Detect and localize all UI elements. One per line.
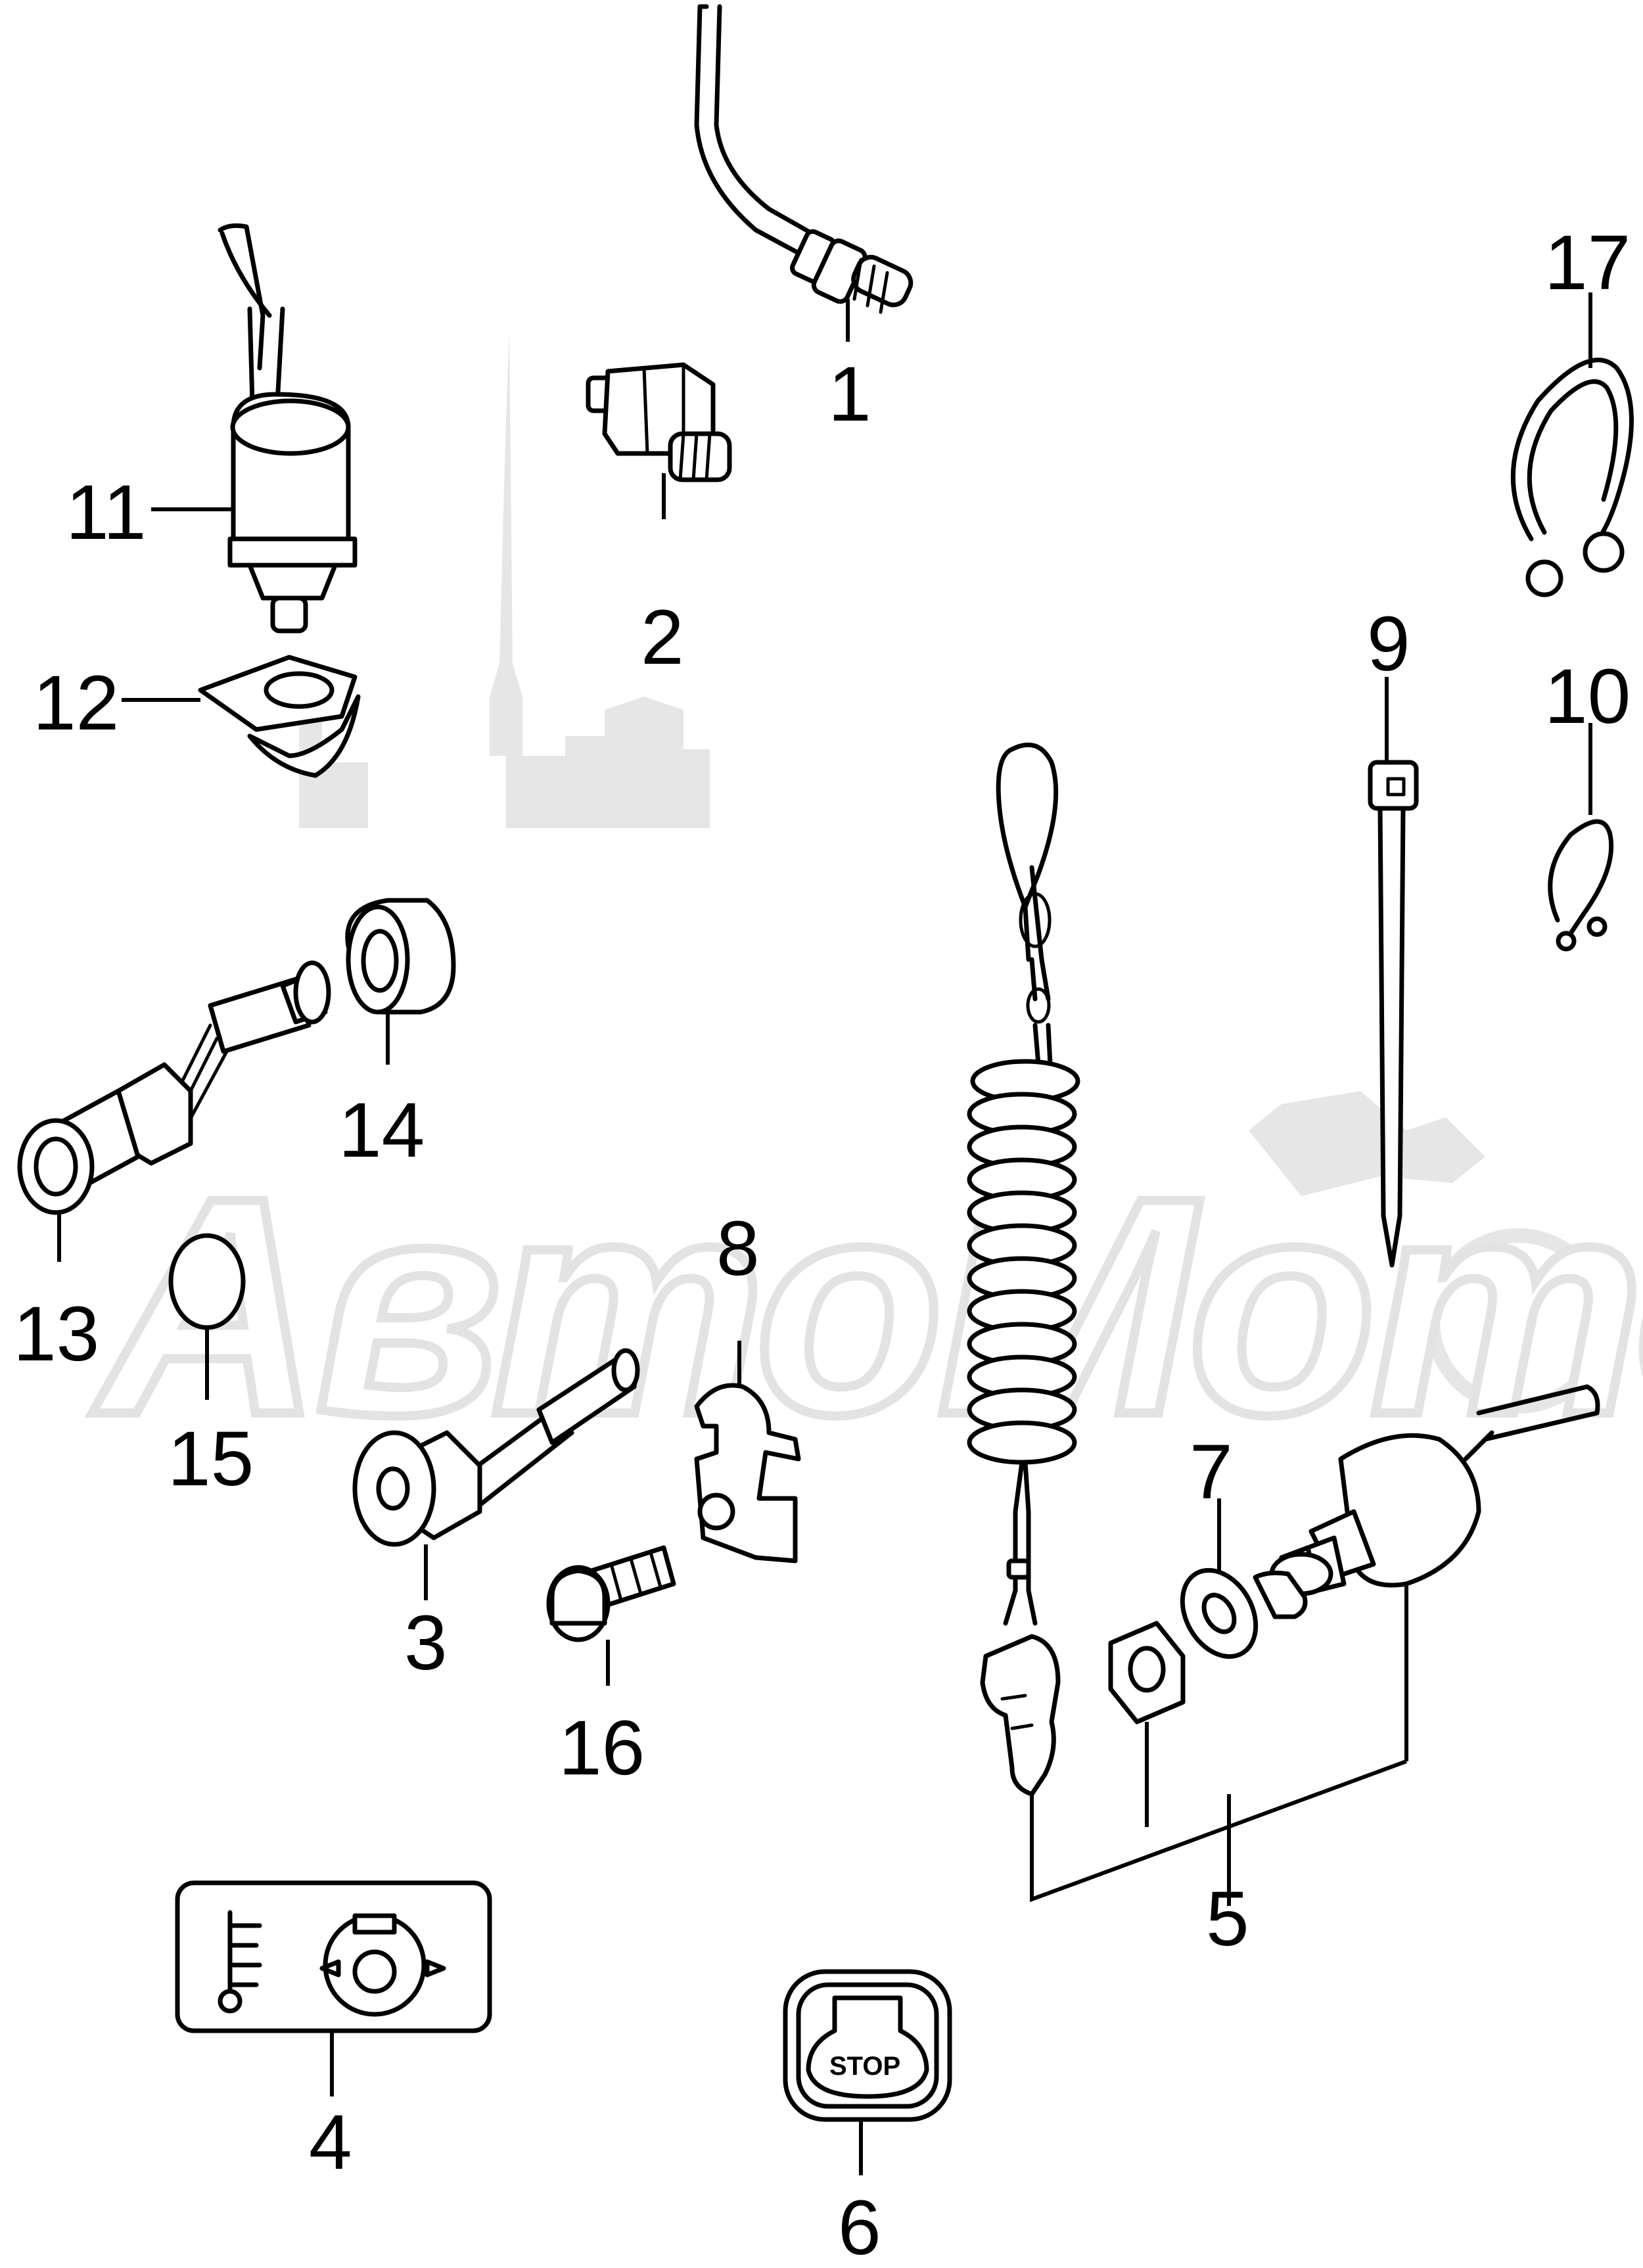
part-10-small-clamp — [1548, 819, 1614, 952]
part-15-cap — [168, 1233, 246, 1330]
callout-5: 5 — [1206, 1876, 1249, 1962]
part-7-washer — [1180, 1567, 1259, 1659]
callout-1: 1 — [828, 351, 871, 438]
callout-9: 9 — [1367, 601, 1410, 687]
callout-2: 2 — [641, 594, 684, 681]
part-13-connector — [17, 960, 331, 1215]
callout-15: 15 — [168, 1416, 254, 1502]
callout-13: 13 — [13, 1291, 99, 1377]
part-17-clamp — [1510, 358, 1634, 597]
part-5-stop-switch-lanyard — [967, 742, 1600, 1906]
part-16-bolt — [546, 1545, 676, 1642]
part-6-stop-decal: STOP — [783, 1969, 952, 2122]
part-14-cap-nut — [345, 898, 456, 1015]
callout-4: 4 — [309, 2099, 352, 2186]
part-4-warning-decal — [175, 1880, 492, 2033]
callout-16: 16 — [559, 1705, 645, 1792]
callout-3: 3 — [404, 1600, 448, 1686]
watermark-text: АвтоМото — [89, 1134, 1643, 1479]
callout-11: 11 — [66, 469, 147, 556]
part-1-temperature-sensor — [694, 4, 914, 314]
leader-lines — [57, 292, 1592, 2175]
part-11-pressure-switch — [218, 223, 358, 634]
callout-6: 6 — [838, 2185, 881, 2268]
part-8-bracket — [694, 1383, 801, 1563]
part-12-clip — [198, 655, 361, 778]
callout-10: 10 — [1544, 653, 1631, 740]
stop-label: STOP — [829, 2052, 900, 2081]
callout-numbers: 1 2 3 4 5 6 7 8 9 10 11 12 13 14 15 16 1… — [13, 220, 1631, 2268]
callout-8: 8 — [716, 1205, 760, 1292]
part-2-pressure-sensor — [586, 362, 732, 482]
callout-14: 14 — [338, 1087, 425, 1174]
callout-12: 12 — [33, 660, 119, 747]
callout-7: 7 — [1190, 1429, 1233, 1516]
part-3-indicator-lamp — [352, 1348, 640, 1547]
callout-17: 17 — [1544, 220, 1631, 306]
watermark-skyline — [299, 329, 1611, 1414]
part-9-cable-tie — [1368, 760, 1419, 1268]
